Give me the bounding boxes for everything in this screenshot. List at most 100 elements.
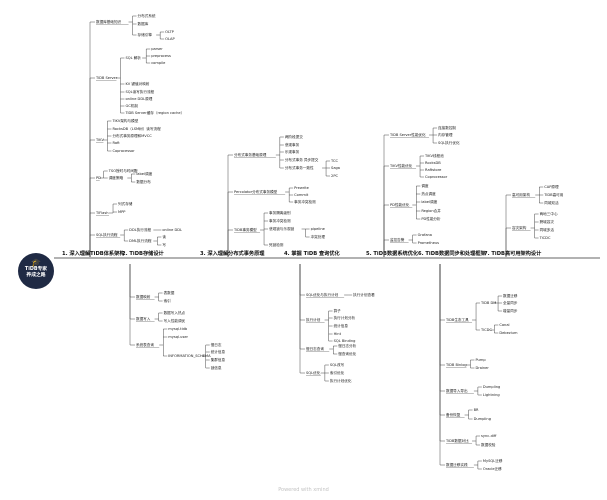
node-s2-a1[interactable]: 表数据 (163, 291, 175, 295)
node-s3-b1[interactable]: Prewrite (294, 186, 309, 190)
node-s3-a1[interactable]: 两阶段提交 (284, 135, 303, 139)
node-s4-b[interactable]: 执行计划 (306, 318, 321, 322)
node-s3-c4[interactable]: 死锁检测 (269, 243, 284, 247)
node-s4-d3[interactable]: 执行计划优化 (329, 379, 352, 383)
node-s1-b1a[interactable]: parser (151, 47, 163, 51)
node-s7-b1[interactable]: 两地三中心 (539, 212, 558, 216)
node-s5-b[interactable]: TiKV性能优化 (390, 164, 413, 168)
node-s1-a2[interactable]: 数据库 (137, 22, 149, 26)
node-s5-c3[interactable]: label调度 (421, 200, 438, 204)
node-s1-e1[interactable]: 列式存储 (118, 202, 133, 206)
node-s1-f2b[interactable]: 写 (162, 243, 166, 247)
node-s6-a2[interactable]: TiCDC (481, 328, 492, 332)
node-s6-a1a[interactable]: 数据迁移 (503, 294, 518, 298)
node-s2-c3c[interactable]: 集群信息 (210, 358, 226, 362)
node-s5-a[interactable]: TiDB Server性能优化 (390, 133, 426, 137)
node-s3-b[interactable]: Percolator分布式事务模型 (234, 190, 278, 194)
node-s2-a[interactable]: 数据映射 (136, 295, 151, 299)
node-s1-f2[interactable]: DML执行流程 (129, 239, 152, 243)
node-s6-e1[interactable]: sync-diff (481, 434, 497, 438)
node-s5-d1[interactable]: Grafana (417, 233, 433, 237)
node-s7-a[interactable]: 高可用架构 (512, 193, 530, 197)
node-s4-b4[interactable]: Hint (333, 332, 341, 336)
section-s3[interactable]: 3. 深入理解分布式事务原理 (200, 251, 265, 257)
node-s4-b2[interactable]: 执行计划分析 (333, 316, 356, 320)
section-s2[interactable]: 2. TiDB存储设计 (122, 251, 164, 257)
node-s2-b2[interactable]: 写入性能调优 (163, 319, 186, 323)
node-s1-b4[interactable]: online DDL原理 (125, 97, 153, 101)
node-s7-a1[interactable]: CAP原理 (544, 185, 559, 189)
node-s3-a[interactable]: 分布式事务基础原理 (234, 153, 267, 157)
node-s1-c3[interactable]: 分布式事务原理和MVCC (112, 134, 152, 138)
node-s6-c[interactable]: 数据导入导出 (446, 389, 468, 393)
node-s6-c1[interactable]: Dumpling (482, 385, 501, 389)
node-s1-a3[interactable]: 存储引擎 (137, 33, 152, 37)
node-s7-b2[interactable]: 跨城容灾 (539, 220, 554, 224)
node-s2-b[interactable]: 数据写入 (136, 317, 151, 321)
section-s6[interactable]: 6. TiDB数据同步和处理框架 (418, 251, 486, 257)
node-s4-c1[interactable]: 慢日志分析 (338, 344, 357, 348)
node-s1-b1[interactable]: SQL 解析 (125, 56, 141, 60)
node-s6-e2[interactable]: 数据校验 (481, 443, 496, 447)
node-s7-b3[interactable]: 同城多活 (539, 228, 554, 232)
node-s1-a4[interactable]: OLTP (165, 30, 174, 34)
node-s6-a1[interactable]: TiDB DM (481, 301, 497, 305)
node-s5-b1[interactable]: TiKV线程池 (425, 154, 444, 158)
node-s3-a5[interactable]: 分布式事务一致性 (284, 166, 314, 170)
node-s5-c4[interactable]: Region合并 (421, 209, 441, 213)
node-s4-a1[interactable]: 执行计划查看 (353, 293, 375, 297)
node-s5-c[interactable]: PD性能优化 (390, 203, 410, 207)
node-s7-a2[interactable]: TiDB高可用 (544, 193, 564, 197)
node-s6-a[interactable]: TiDB生态工具 (446, 318, 469, 322)
node-s1-d3[interactable]: label调度 (136, 172, 153, 176)
node-s1-c1[interactable]: TiKV架构与模型 (112, 119, 139, 123)
node-s7-b4[interactable]: TiCDC (539, 236, 551, 240)
node-s6-f1[interactable]: MySQL迁移 (482, 459, 503, 463)
node-s3-b2[interactable]: Commit (294, 193, 309, 197)
node-s1-f[interactable]: SQL执行流程 (96, 233, 118, 237)
root-node[interactable]: 🎓 TiDB专家 养成之路 (18, 253, 54, 289)
node-s6-f2[interactable]: Oracle迁移 (482, 467, 502, 471)
node-s7-b[interactable]: 容灾架构 (512, 226, 527, 230)
node-s1-d[interactable]: PD (96, 176, 101, 180)
node-s1-c5[interactable]: Coprocessor (112, 149, 135, 153)
node-s3-a4[interactable]: 分布式事务 异步提交 (284, 158, 319, 162)
node-s2-c[interactable]: 系统表查询 (136, 343, 154, 347)
node-s5-a3[interactable]: SQL执行优化 (438, 141, 460, 145)
node-s1-e2[interactable]: MPP (118, 210, 126, 214)
node-s2-c1[interactable]: mysql.tidb (168, 327, 188, 331)
node-s6-a1c[interactable]: 增量同步 (503, 309, 518, 313)
node-s1-c2[interactable]: RocksDB（LSM树）读写流程 (112, 127, 161, 131)
node-s4-d2[interactable]: 索引优化 (329, 371, 345, 375)
node-s4-a[interactable]: SQL优化与执行计划 (306, 293, 339, 297)
node-s3-c[interactable]: TiDB事务模型 (234, 228, 257, 232)
node-s4-b3[interactable]: 统计信息 (333, 324, 348, 328)
node-s4-d[interactable]: SQL优化 (306, 371, 321, 375)
node-s6-f[interactable]: 数据迁移实践 (446, 463, 468, 467)
node-s1-f1a[interactable]: online DDL (162, 228, 183, 232)
node-s4-d1[interactable]: SQL改写 (329, 363, 345, 367)
node-s3-b3[interactable]: 事务冲突检测 (294, 200, 316, 204)
node-s3-a7[interactable]: Saga (331, 166, 341, 170)
node-s3-c4a[interactable]: pipeline (310, 227, 325, 231)
node-s2-c3b[interactable]: 统计信息 (210, 350, 226, 354)
node-s1-b3[interactable]: SQL读写执行流程 (125, 90, 155, 94)
node-s2-c2[interactable]: mysql.user (168, 335, 189, 339)
node-s3-a3[interactable]: 乐观事务 (284, 150, 300, 154)
node-s6-a2a[interactable]: Canal (499, 323, 510, 327)
node-s4-b5[interactable]: SQL Binding (333, 339, 356, 343)
node-s5-b2[interactable]: RocksDB (425, 161, 441, 165)
node-s3-a8[interactable]: 2PC (331, 174, 339, 178)
node-s5-a2[interactable]: 内存管理 (438, 133, 453, 137)
node-s2-c3d[interactable]: 锁信息 (210, 366, 222, 370)
section-s5[interactable]: 5. TiDB数据系统优化 (366, 251, 419, 257)
node-s1-b5[interactable]: GC机制 (125, 104, 138, 108)
node-s2-c3[interactable]: INFORMATION_SCHEMA (168, 354, 211, 358)
node-s5-b4[interactable]: Coprocessor (425, 175, 448, 179)
node-s3-c4b[interactable]: 冲突处理 (310, 235, 325, 239)
node-s1-a5[interactable]: OLAP (165, 37, 175, 41)
node-s3-a6[interactable]: TCC (331, 159, 339, 163)
node-s5-d[interactable]: 监控告警 (390, 238, 405, 242)
node-s3-a2[interactable]: 悲观事务 (284, 143, 300, 147)
node-s5-a1[interactable]: 连接数控制 (438, 126, 457, 130)
